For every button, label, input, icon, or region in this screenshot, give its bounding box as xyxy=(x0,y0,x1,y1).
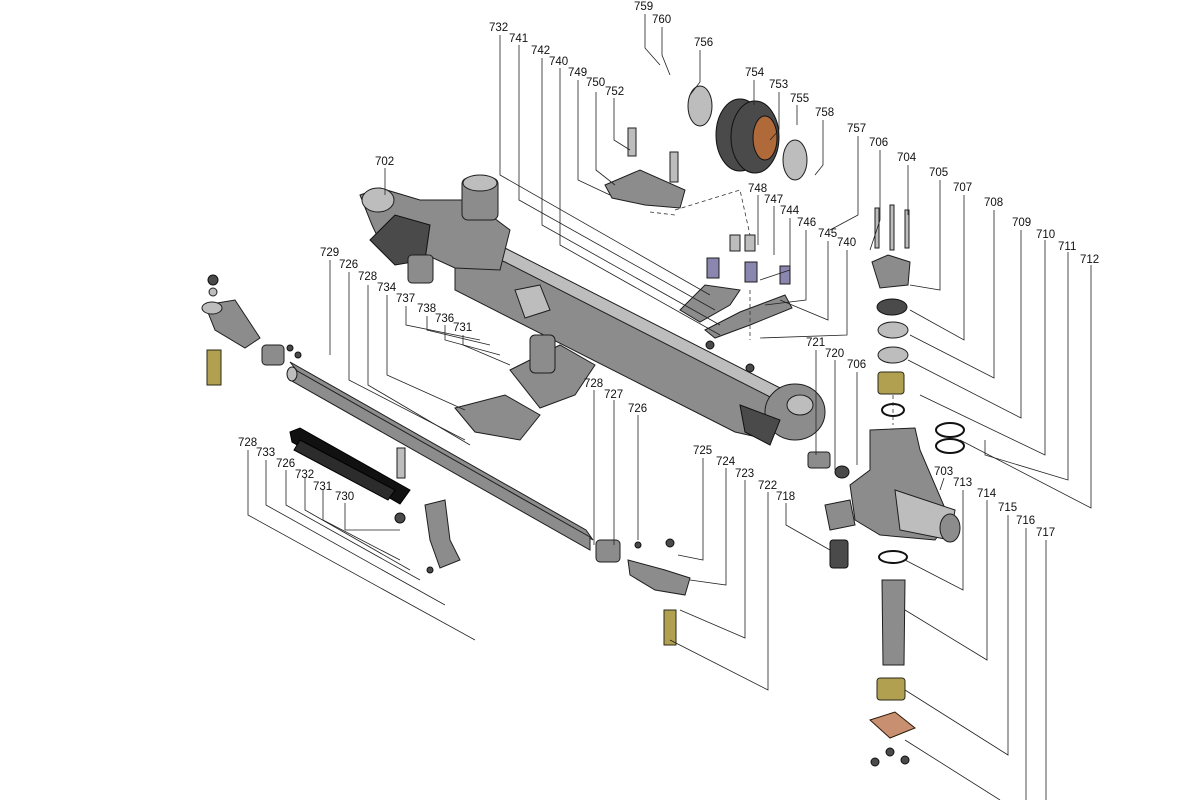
label-711: 711 xyxy=(1058,241,1076,253)
lever-arms xyxy=(679,234,793,339)
left-knuckle-702 xyxy=(359,174,511,284)
label-740-mid: 740 xyxy=(837,237,856,249)
label-736: 736 xyxy=(435,313,454,325)
label-737: 737 xyxy=(396,293,415,305)
label-726-mid: 726 xyxy=(628,403,647,415)
label-727: 727 xyxy=(604,389,623,401)
king-pins xyxy=(206,349,906,701)
label-760: 760 xyxy=(652,14,671,26)
label-728-bottom: 728 xyxy=(238,437,257,449)
label-723: 723 xyxy=(735,468,754,480)
label-721: 721 xyxy=(806,337,825,349)
tie-rod-729 xyxy=(286,361,594,551)
label-718: 718 xyxy=(776,491,795,503)
label-726-bottom: 726 xyxy=(276,458,295,470)
leader-lines xyxy=(247,14,1092,801)
label-731-bottom: 731 xyxy=(313,481,332,493)
axle-beam xyxy=(454,227,826,446)
label-713: 713 xyxy=(953,477,972,489)
label-703: 703 xyxy=(934,466,953,478)
label-754: 754 xyxy=(745,67,765,79)
label-744: 744 xyxy=(780,205,800,217)
label-704: 704 xyxy=(897,152,917,164)
label-738: 738 xyxy=(417,303,436,315)
label-728-mid: 728 xyxy=(584,378,603,390)
label-746: 746 xyxy=(797,217,816,229)
lower-king-pin xyxy=(869,579,916,767)
label-749: 749 xyxy=(568,67,587,79)
label-716: 716 xyxy=(1016,515,1035,527)
label-757: 757 xyxy=(847,123,866,135)
right-knuckle-703 xyxy=(807,427,961,569)
label-756: 756 xyxy=(694,37,713,49)
label-715: 715 xyxy=(998,502,1017,514)
shock-absorber xyxy=(289,427,411,505)
label-710: 710 xyxy=(1036,229,1055,241)
label-741: 741 xyxy=(509,33,528,45)
label-720: 720 xyxy=(825,348,844,360)
label-747: 747 xyxy=(764,194,783,206)
label-708: 708 xyxy=(984,197,1003,209)
label-714: 714 xyxy=(977,488,997,500)
label-748: 748 xyxy=(748,183,767,195)
center-brackets xyxy=(454,284,596,441)
label-745: 745 xyxy=(818,228,837,240)
label-705: 705 xyxy=(929,167,948,179)
label-732-top: 732 xyxy=(489,22,508,34)
label-740-top: 740 xyxy=(549,56,568,68)
label-753: 753 xyxy=(769,79,788,91)
label-722: 722 xyxy=(758,480,777,492)
label-706-mid: 706 xyxy=(847,359,866,371)
label-759: 759 xyxy=(634,1,653,13)
label-728-left: 728 xyxy=(358,271,377,283)
label-726-left: 726 xyxy=(339,259,358,271)
label-702: 702 xyxy=(375,156,394,168)
label-742: 742 xyxy=(531,45,550,57)
label-717: 717 xyxy=(1036,527,1055,539)
label-729: 729 xyxy=(320,247,339,259)
label-733: 733 xyxy=(256,447,275,459)
label-706-top: 706 xyxy=(869,137,888,149)
brake-drum-754 xyxy=(687,85,808,181)
label-712: 712 xyxy=(1080,254,1099,266)
label-734: 734 xyxy=(377,282,397,294)
label-752: 752 xyxy=(605,86,624,98)
label-758: 758 xyxy=(815,107,834,119)
label-724: 724 xyxy=(716,456,736,468)
label-755: 755 xyxy=(790,93,809,105)
steering-arm xyxy=(424,499,461,569)
bracket-752 xyxy=(604,127,686,209)
small-hardware xyxy=(207,274,755,574)
label-725: 725 xyxy=(693,445,712,457)
label-707: 707 xyxy=(953,182,972,194)
label-750: 750 xyxy=(586,77,605,89)
label-732-bottom: 732 xyxy=(295,469,314,481)
rod-ends xyxy=(201,299,691,596)
label-731-mid: 731 xyxy=(453,322,472,334)
part-number-labels: 759 760 756 754 753 755 758 757 706 704 … xyxy=(238,1,1099,539)
label-730: 730 xyxy=(335,491,354,503)
label-709: 709 xyxy=(1012,217,1031,229)
